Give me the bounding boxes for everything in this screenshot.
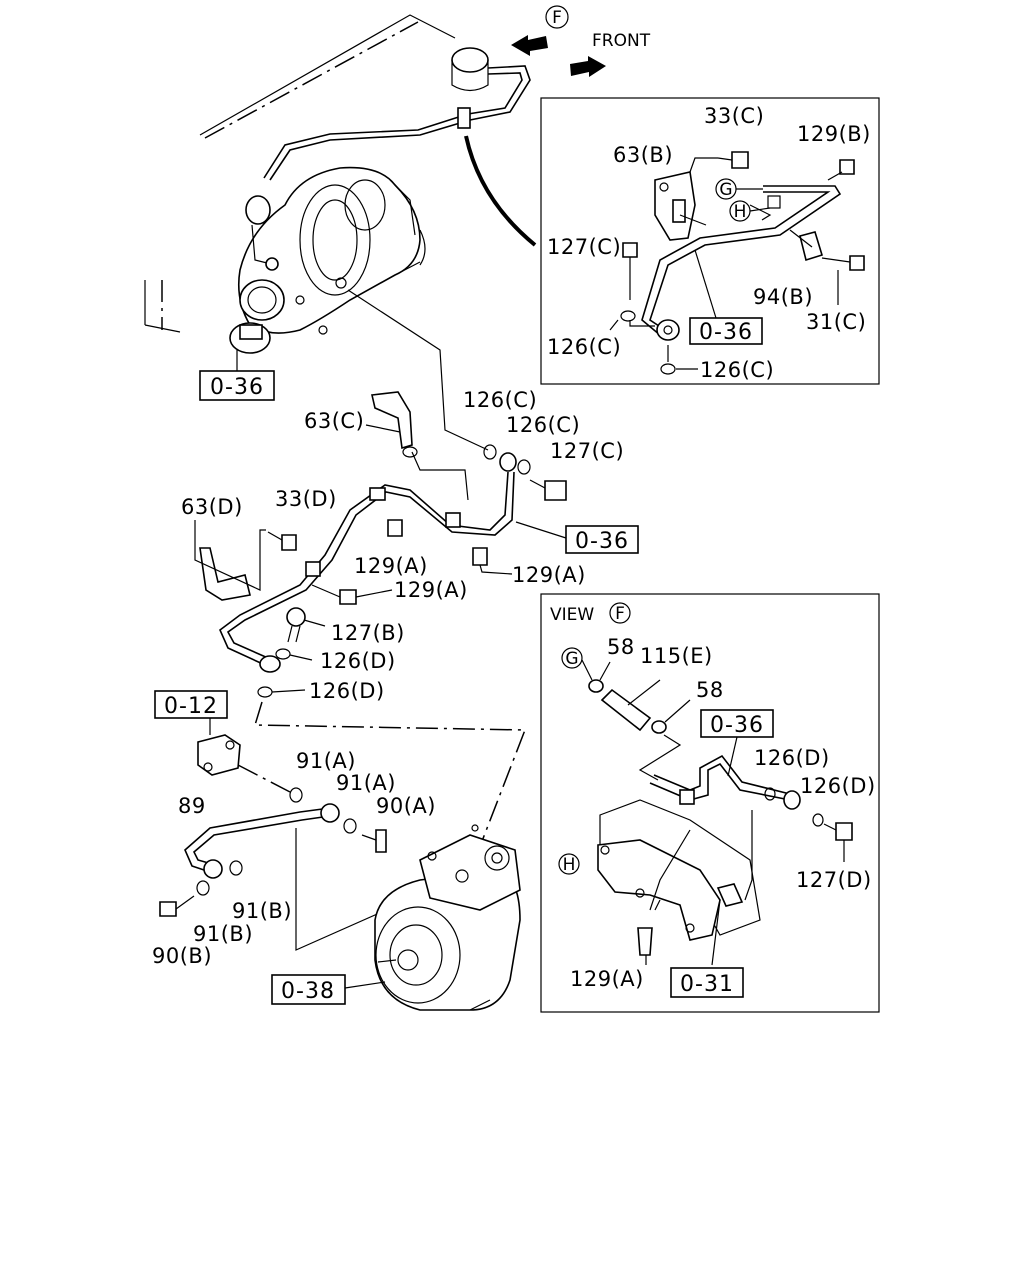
ref-0-36-view-label: 0-36: [710, 713, 764, 738]
inset-label-31c: 31(C): [806, 310, 866, 334]
inset-label-94b: 94(B): [753, 285, 813, 309]
label-91b-2: 91(B): [193, 922, 253, 946]
view-label-115e: 115(E): [640, 644, 713, 668]
label-126d-1: 126(D): [320, 649, 396, 673]
label-129a-3: 129(A): [394, 578, 468, 602]
inset-frame: [540, 97, 880, 385]
label-91a-1: 91(A): [296, 749, 356, 773]
front-indicator: F FRONT: [511, 5, 651, 77]
inset-label-126c-a: 126(C): [547, 335, 621, 359]
engine-turbo-illustration: [144, 14, 537, 451]
front-arrow-left-icon: [511, 35, 548, 56]
view-label-126d-1: 126(D): [754, 746, 830, 770]
inset-label-63b: 63(B): [613, 143, 673, 167]
view-f-detail: VIEW F G H 58 115(E) 58: [540, 593, 880, 1013]
view-marker-g: G: [565, 649, 578, 669]
label-126c-2: 126(C): [506, 413, 580, 437]
view-f-title: VIEW: [550, 605, 594, 625]
inset-label-33c: 33(C): [704, 104, 764, 128]
ref-box-0-36-main: 0-36: [199, 350, 275, 401]
inset-label-129b: 129(B): [797, 122, 871, 146]
view-label-127d: 127(D): [796, 868, 872, 892]
ref-0-31-label: 0-31: [680, 972, 734, 997]
label-90a: 90(A): [376, 794, 436, 818]
view-label-129a: 129(A): [570, 967, 644, 991]
view-f-marker-circle: [545, 5, 569, 29]
view-f-marker: F: [552, 8, 562, 28]
label-90b: 90(B): [152, 944, 212, 968]
middle-piping: [194, 391, 567, 881]
inset-marker-h: H: [734, 202, 747, 222]
inset-detail: G H 33(C) 129(B) 63(B) 127(C) 94(B) 31(C…: [540, 97, 880, 385]
label-126c-1: 126(C): [463, 388, 537, 412]
inset-marker-g: G: [719, 180, 732, 200]
label-63c: 63(C): [304, 409, 364, 433]
ref-0-38-label: 0-38: [281, 979, 335, 1004]
label-129a-1: 129(A): [354, 554, 428, 578]
view-label-58-2: 58: [696, 678, 724, 702]
inset-label-126c-b: 126(C): [700, 358, 774, 382]
ref-box-0-36-mid: 0-36: [515, 521, 639, 554]
label-91b-1: 91(B): [232, 899, 292, 923]
label-33d: 33(D): [275, 487, 337, 511]
label-63d: 63(D): [181, 495, 243, 519]
view-marker-h: H: [563, 855, 576, 875]
label-127b: 127(B): [331, 621, 405, 645]
view-label-126d-2: 126(D): [800, 774, 876, 798]
view-label-58-1: 58: [607, 635, 635, 659]
lower-assembly: 0-12: [154, 690, 521, 1011]
view-f-marker-2: F: [615, 604, 625, 624]
front-label: FRONT: [592, 31, 651, 51]
ref-0-12-label: 0-12: [164, 694, 218, 719]
label-127c: 127(C): [550, 439, 624, 463]
label-126d-2: 126(D): [309, 679, 385, 703]
front-arrow-right-icon: [570, 56, 606, 77]
label-91a-2: 91(A): [336, 771, 396, 795]
ref-0-36-main-label: 0-36: [210, 375, 264, 400]
label-129a-2: 129(A): [512, 563, 586, 587]
inset-label-127c: 127(C): [547, 235, 621, 259]
ref-box-0-38: 0-38: [271, 974, 346, 1005]
ref-0-36-mid-label: 0-36: [575, 529, 629, 554]
view-f-frame: [540, 593, 880, 1013]
label-89: 89: [178, 794, 206, 818]
ref-0-36-inset-label: 0-36: [699, 320, 753, 345]
